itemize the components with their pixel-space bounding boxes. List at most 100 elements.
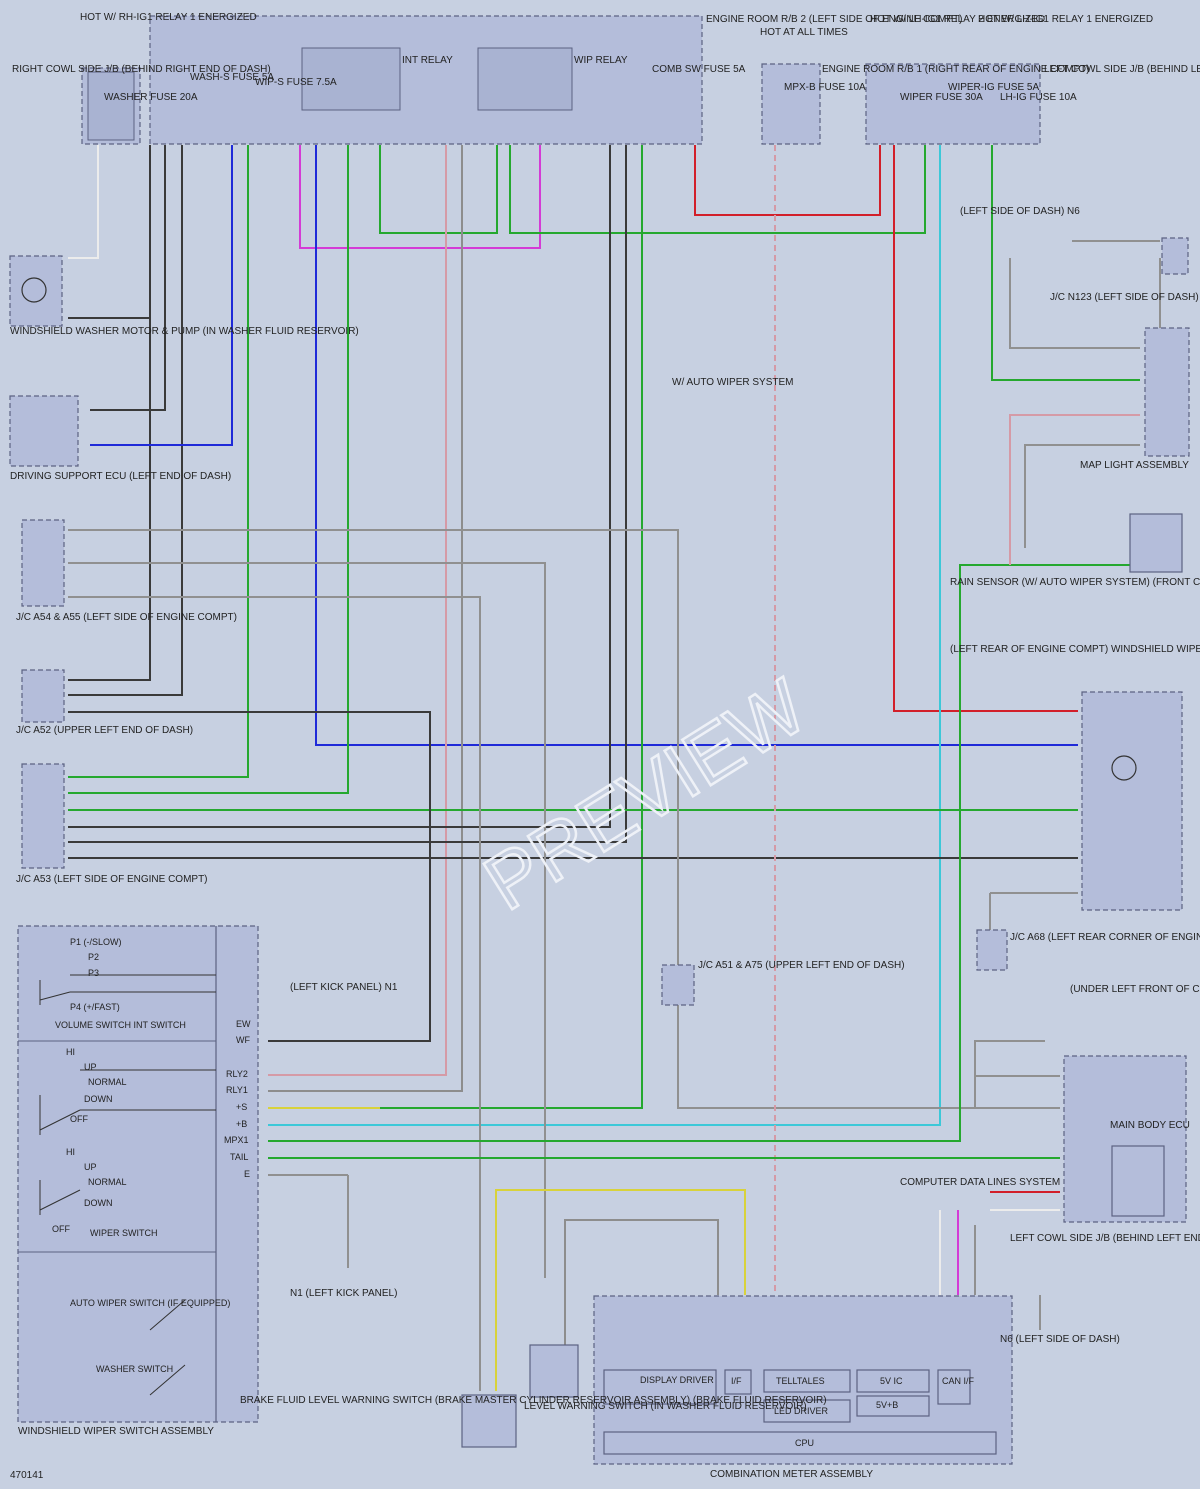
lh-ig-fuse-label: LH-IG FUSE 10A [1000,92,1077,103]
switch-labels: P1 (-/SLOW) P2 P3 P4 (+/FAST) VOLUME SWI… [52,937,251,1374]
pin-e: E [244,1169,250,1179]
washer-switch-label: WASHER SWITCH [96,1364,173,1374]
wiper-label-down2: DOWN [84,1198,113,1208]
right-cowl-jb [81,67,141,145]
rain-sensor-label: RAIN SENSOR (W/ AUTO WIPER SYSTEM) (FRON… [950,577,1200,588]
wip-s-fuse-label: WIP-S FUSE 7.5A [255,77,337,88]
pin-rly2: RLY2 [226,1069,248,1079]
washer-motor-label: WINDSHIELD WASHER MOTOR & PUMP (IN WASHE… [10,326,359,337]
left-cowl-label: LEFT COWL SIDE J/B (BEHIND LEFT END OF D… [1044,64,1200,75]
meter-display-driver: DISPLAY DRIVER [640,1375,714,1385]
wiper-switch-assembly [17,925,259,1423]
meter-5v-ic: 5V IC [880,1376,903,1386]
wiper-ig-fuse-label: WIPER-IG FUSE 5A [948,82,1039,93]
hot-lh-ig1-r2-label: HOT W/ LH-IG1 RELAY 2 ENERGIZED [870,14,1045,25]
wiper-fuse-label: WIPER FUSE 30A [900,92,983,103]
left-kick-panel-label: (LEFT KICK PANEL) N1 [290,982,398,993]
meter-led-driver: LED DRIVER [774,1406,829,1416]
vol-label-4: P4 (+/FAST) [70,1002,120,1012]
jc-a54-a55-label: J/C A54 & A55 (LEFT SIDE OF ENGINE COMPT… [16,612,237,623]
wiper-label-hi2: HI [66,1147,75,1157]
motor-symbol [21,277,47,303]
jc-a51-a75-box [661,964,695,1006]
wiper-label-up1: UP [84,1062,97,1072]
hot-lh-ig1-r1-label: HOT W/ LH-IG1 RELAY 1 ENERGIZED [978,14,1153,25]
jc-a51-a75-label: J/C A51 & A75 (UPPER LEFT END OF DASH) [698,960,905,971]
n6-bottom-label: N6 (LEFT SIDE OF DASH) [1000,1334,1120,1345]
pin-rly1: RLY1 [226,1085,248,1095]
driving-support-ecu-box [9,395,79,467]
meter-telltales: TELLTALES [776,1376,825,1386]
combination-meter-label: COMBINATION METER ASSEMBLY [710,1469,873,1480]
rain-sensor-box [1129,513,1183,573]
switch-assembly-label: WINDSHIELD WIPER SWITCH ASSEMBLY [18,1426,214,1437]
hot-all-times-label: HOT AT ALL TIMES [760,27,848,38]
meter-labels: DISPLAY DRIVER I/F TELLTALES LED DRIVER … [640,1375,975,1448]
n6-top-label: (LEFT SIDE OF DASH) N6 [960,206,1080,217]
pin-ew: EW [236,1019,251,1029]
jc-n123-label: J/C N123 (LEFT SIDE OF DASH) [1050,292,1199,303]
jc-a68-label: J/C A68 (LEFT REAR CORNER OF ENGINE COMP… [1010,932,1200,943]
pin-tail: TAIL [230,1152,248,1162]
map-light-label: MAP LIGHT ASSEMBLY [1080,460,1189,471]
washer-motor-box [9,255,63,327]
engine-room-rb1 [761,63,821,145]
wiper-label-normal2: NORMAL [88,1177,127,1187]
engine-room-rb1-label: ENGINE ROOM R/B 1 (RIGHT REAR OF ENGINE … [822,64,1090,75]
vol-label-3: P3 [88,968,99,978]
jc-a68-box [976,929,1008,971]
jc-a53-label: J/C A53 (LEFT SIDE OF ENGINE COMPT) [16,874,208,885]
jc-a54-a55-box [21,519,65,607]
meter-if: I/F [731,1376,742,1386]
wires [68,145,1161,1391]
wiper-label-normal1: NORMAL [88,1077,127,1087]
wiper-label-down1: DOWN [84,1094,113,1104]
driving-support-ecu-label: DRIVING SUPPORT ECU (LEFT END OF DASH) [10,471,231,482]
pin-wf: WF [236,1035,250,1045]
pin-mpx1: MPX1 [224,1135,249,1145]
wiper-motor-symbol [1111,755,1137,781]
hot-rh-ig1-label: HOT W/ RH-IG1 RELAY 1 ENERGIZED [80,12,257,23]
washer-fuse-label: WASHER FUSE 20A [104,92,198,103]
engine-room-rb2-label: ENGINE ROOM R/B 2 (LEFT SIDE OF ENGINE C… [706,14,963,25]
combination-meter-assembly [593,1295,1013,1465]
wiper-label-off1: OFF [70,1114,88,1124]
level-switch-box [529,1344,579,1398]
pin-plus-b: +B [236,1119,247,1129]
comb-sw-fuse-label: COMB SW FUSE 5A [652,64,746,75]
auto-wiper-note: W/ AUTO WIPER SYSTEM [672,377,794,388]
wash-s-fuse-label: WASH-S FUSE 5A [190,72,274,83]
wiper-label-hi1: HI [66,1047,75,1057]
main-body-ecu-label: MAIN BODY ECU [1110,1120,1190,1131]
wiper-label-off2: OFF [52,1224,70,1234]
meter-can-if: CAN I/F [942,1376,975,1386]
computer-data-label: COMPUTER DATA LINES SYSTEM [900,1177,1060,1188]
diagram-id: 470141 [10,1470,44,1481]
right-cowl-label: RIGHT COWL SIDE J/B (BEHIND RIGHT END OF… [12,64,271,75]
jc-a53-box [21,763,65,869]
wiper-motor-box [1081,691,1183,911]
brake-fluid-switch-box [461,1394,517,1448]
mpx-b-fuse-label: MPX-B FUSE 10A [784,82,866,93]
preview-watermark: PREVIEW [469,662,821,927]
n3-label: (UNDER LEFT FRONT OF CENTER FLOOR CONSOL… [1070,984,1200,995]
vol-label-1: P1 (-/SLOW) [70,937,122,947]
auto-wiper-switch-label: AUTO WIPER SWITCH (IF EQUIPPED) [70,1298,230,1308]
pin-plus-s: +S [236,1102,247,1112]
meter-cpu: CPU [795,1438,814,1448]
left-cowl-jb-top [865,63,1041,145]
brake-fluid-label: BRAKE FLUID LEVEL WARNING SWITCH (BRAKE … [240,1395,827,1406]
labels: HOT W/ RH-IG1 RELAY 1 ENERGIZED RIGHT CO… [10,12,1200,1481]
engine-room-rb2 [149,15,703,145]
wiper-label-up2: UP [84,1162,97,1172]
jc-a52-label: J/C A52 (UPPER LEFT END OF DASH) [16,725,193,736]
wip-relay-label: WIP RELAY [574,55,628,66]
ecu-inner [1111,1145,1165,1217]
map-light-box [1144,327,1190,457]
left-cowl-jb-label: LEFT COWL SIDE J/B (BEHIND LEFT END OF D… [1010,1233,1200,1244]
vol-title: VOLUME SWITCH INT SWITCH [55,1020,186,1030]
jc-n123-box [1161,237,1189,275]
jc-a52-box [21,669,65,723]
meter-5v-b: 5V+B [876,1400,898,1410]
